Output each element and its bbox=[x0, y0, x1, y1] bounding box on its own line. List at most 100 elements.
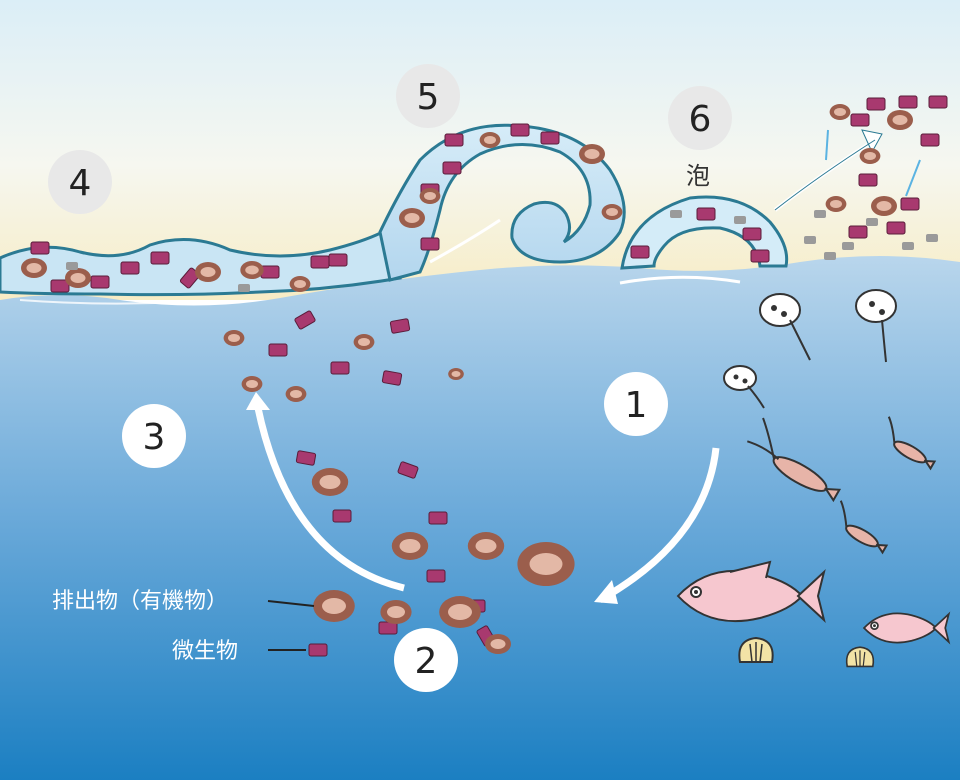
microbe-particle bbox=[294, 310, 316, 330]
excreta-particle-core bbox=[606, 208, 618, 216]
stage-label-4: 4 bbox=[69, 163, 92, 204]
excreta-particle-core bbox=[26, 263, 42, 273]
debris-particle bbox=[670, 210, 682, 218]
cycle-arrow-down bbox=[598, 447, 720, 604]
microbe-particle bbox=[866, 97, 886, 111]
spray-arrow-head bbox=[861, 129, 883, 154]
debris-particle bbox=[66, 262, 78, 270]
microbe-particle bbox=[308, 643, 328, 657]
cycle-arrow-down-head bbox=[594, 580, 618, 604]
microbe-particle bbox=[30, 241, 50, 255]
microbe-particle bbox=[630, 245, 650, 259]
fish-icon bbox=[676, 560, 826, 624]
excreta-particle-core bbox=[200, 267, 216, 277]
excreta-particle-core bbox=[228, 334, 240, 342]
plankton-icon bbox=[759, 293, 811, 361]
excreta-particle-core bbox=[290, 390, 302, 398]
microbe-particle bbox=[332, 509, 352, 523]
debris-particle bbox=[824, 252, 836, 260]
sea-body bbox=[0, 256, 960, 780]
shell-icon bbox=[738, 636, 774, 663]
microbe-particle bbox=[510, 123, 530, 137]
excreta-particle-core bbox=[322, 598, 346, 614]
stage-marker-1: 1 bbox=[604, 372, 668, 436]
excreta-particle-core bbox=[892, 115, 908, 125]
microbe-particle bbox=[397, 461, 419, 479]
particle-layer bbox=[21, 95, 948, 657]
microbe-particle bbox=[150, 251, 170, 265]
excreta-particle-core bbox=[830, 200, 842, 208]
microbe-particle bbox=[900, 197, 920, 211]
excreta-particle-core bbox=[876, 201, 892, 211]
microbe-particle bbox=[750, 249, 770, 263]
legend-excreta-label: 排出物（有機物） bbox=[52, 589, 228, 614]
microbe-particle bbox=[426, 569, 446, 583]
krill-icon bbox=[839, 500, 889, 555]
microbe-particle bbox=[858, 173, 878, 187]
debris-particle bbox=[926, 234, 938, 242]
stage-marker-4: 4 bbox=[48, 150, 112, 214]
excreta-particle-core bbox=[584, 149, 600, 159]
legend-excreta-leader bbox=[267, 600, 315, 607]
surface-highlight bbox=[19, 299, 181, 305]
plankton-icon bbox=[855, 289, 897, 363]
microbe-particle bbox=[928, 95, 948, 109]
microbe-particle bbox=[268, 343, 288, 357]
stage-label-5: 5 bbox=[417, 77, 440, 118]
excreta-particle-core bbox=[451, 371, 461, 377]
krill-group bbox=[747, 416, 937, 555]
surface-highlight bbox=[619, 275, 741, 285]
microbe-particle bbox=[920, 133, 940, 147]
fish-group bbox=[676, 560, 951, 645]
shell-icon bbox=[845, 646, 875, 668]
foam-bubble bbox=[620, 195, 789, 270]
microbe-particle bbox=[742, 227, 762, 241]
spray-arrow-outline bbox=[774, 139, 876, 211]
stage-marker-5: 5 bbox=[396, 64, 460, 128]
microbe-particle bbox=[381, 370, 403, 386]
microbe-particle bbox=[330, 361, 350, 375]
excreta-particle-core bbox=[424, 192, 436, 200]
microbe-particle bbox=[50, 279, 70, 293]
debris-particle bbox=[734, 216, 746, 224]
microbe-particle bbox=[850, 113, 870, 127]
debris-particle bbox=[814, 210, 826, 218]
debris-particle bbox=[804, 236, 816, 244]
microbe-particle bbox=[848, 225, 868, 239]
debris-particle bbox=[238, 284, 250, 292]
cycle-arrow-up bbox=[254, 407, 405, 592]
microbe-particle bbox=[540, 131, 560, 145]
microbe-particle bbox=[389, 318, 411, 334]
excreta-particle-core bbox=[864, 152, 876, 160]
cycle-arrow-up-head bbox=[246, 392, 270, 410]
microbe-particle bbox=[260, 265, 280, 279]
microbe-particle bbox=[428, 511, 448, 525]
excreta-particle-core bbox=[834, 108, 846, 116]
excreta-particle-core bbox=[490, 639, 506, 649]
excreta-particle-core bbox=[448, 604, 472, 620]
excreta-particle-core bbox=[358, 338, 370, 346]
foam-label: 泡 bbox=[686, 162, 710, 190]
debris-particle bbox=[866, 218, 878, 226]
microbe-particle bbox=[444, 133, 464, 147]
excreta-particle-core bbox=[387, 606, 405, 618]
microbe-particle bbox=[898, 95, 918, 109]
microbe-particle bbox=[310, 255, 330, 269]
microbe-particle bbox=[90, 275, 110, 289]
excreta-particle-core bbox=[294, 280, 306, 288]
spray-line bbox=[825, 129, 829, 161]
plankton-icon bbox=[723, 365, 765, 409]
spray-line bbox=[905, 159, 921, 197]
excreta-particle-core bbox=[319, 475, 341, 489]
stage-marker-3: 3 bbox=[122, 404, 186, 468]
fish-icon bbox=[862, 611, 951, 645]
excreta-particle-core bbox=[529, 553, 563, 575]
stage-label-2: 2 bbox=[415, 641, 438, 682]
excreta-particle-core bbox=[245, 265, 259, 275]
debris-particle bbox=[842, 242, 854, 250]
excreta-particle-core bbox=[475, 539, 497, 553]
surface-highlight bbox=[429, 218, 501, 264]
stage-label-1: 1 bbox=[625, 385, 648, 426]
microbe-particle bbox=[328, 253, 348, 267]
